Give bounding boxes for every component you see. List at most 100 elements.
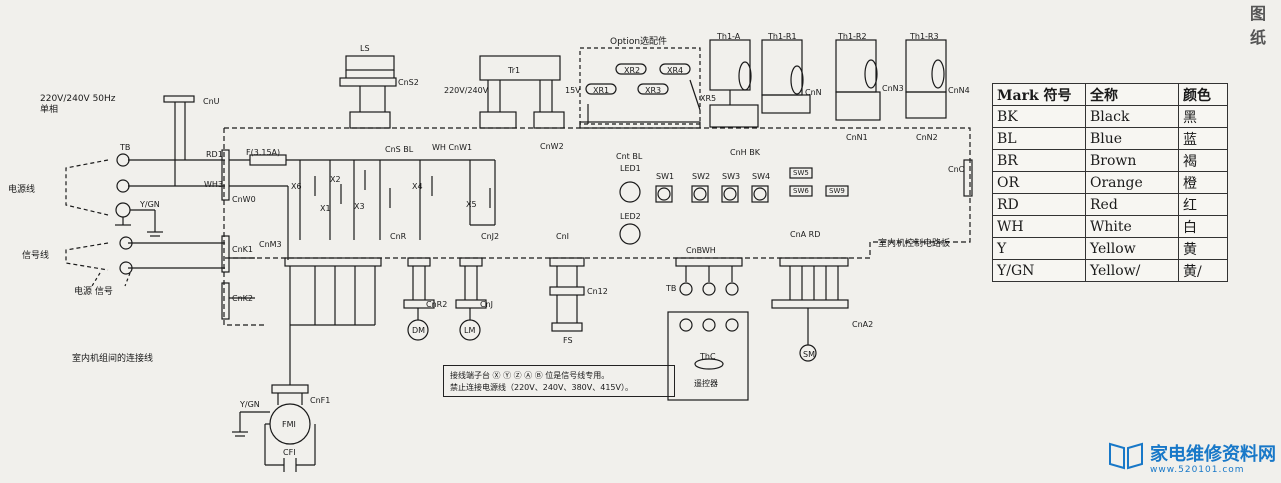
legend-full: Red (1085, 193, 1179, 216)
cnn3-label: CnN3 (882, 84, 904, 93)
note-line-1: 接线端子台 Ⓧ Ⓨ Ⓩ Ⓐ Ⓑ 位是信号线专用。 (450, 371, 610, 380)
indoor-board-label: 室内机控制电路板 (878, 239, 951, 249)
cnn2-label: CnN2 (916, 133, 938, 142)
cns-label: CnS BL (385, 145, 414, 154)
indoor-connection-label: 室内机组间的连接线 (72, 354, 154, 364)
x3-label: X3 (354, 202, 365, 211)
cnn4-label: CnN4 (948, 86, 970, 95)
cnr-label: CnR (390, 232, 407, 241)
led2-label: LED2 (620, 212, 641, 221)
sw6-label: SW6 (793, 187, 809, 195)
v15-label: 15V (565, 86, 581, 95)
legend-mark: Y (992, 237, 1086, 260)
xr1-label: XR1 (593, 86, 610, 95)
fuse-label: F(3.15A) (246, 148, 281, 157)
tb-label: TB (120, 143, 131, 152)
sw5-label: SW5 (793, 169, 809, 177)
power-line-label: 电源线 (8, 185, 36, 195)
cnk1-label: CnK1 (232, 245, 253, 254)
cnk2-label: CnK2 (232, 294, 253, 303)
cnbwh-label: CnBWH (686, 246, 716, 255)
legend-full: Yellow (1085, 237, 1179, 260)
cnw1-label: WH CnW1 (432, 143, 473, 152)
cnw2-label: CnW2 (540, 142, 564, 151)
cn12-label: Cn12 (587, 287, 608, 296)
led1-label: LED1 (620, 164, 641, 173)
x1-label: X1 (320, 204, 331, 213)
legend-full: Yellow/ (1085, 259, 1179, 282)
sw1-label: SW1 (656, 172, 675, 181)
power-signal-label: 电源 信号 (74, 287, 113, 297)
legend-mark: RD (992, 193, 1086, 216)
wh3-label: WH3 (204, 180, 224, 189)
xr3-label: XR3 (645, 86, 662, 95)
cno-label: CnO (948, 165, 965, 174)
th1a-label: Th1-A (717, 32, 741, 41)
legend-header-color: 颜色 (1178, 83, 1228, 106)
note-line-2: 禁止连接电源线（220V、240V、380V、415V）。 (450, 383, 633, 392)
remote-label: 遥控器 (694, 379, 718, 388)
cnu-label: CnU (203, 97, 220, 106)
cnj-label: CnJ (480, 300, 494, 309)
corner-tag: 图纸 (1250, 4, 1267, 47)
legend-mark: Y/GN (992, 259, 1086, 282)
legend-color: 白 (1178, 215, 1228, 238)
xr4-label: XR4 (667, 66, 684, 75)
legend-color: 黄 (1178, 237, 1228, 260)
cnr2-label: CnR2 (426, 300, 448, 309)
cnn1-label: CnN1 (846, 133, 868, 142)
legend-color: 黑 (1178, 105, 1228, 128)
legend-mark: BL (992, 127, 1086, 150)
legend-header-mark: Mark 符号 (992, 83, 1086, 106)
th1r3-label: Th1-R3 (910, 32, 939, 41)
cnj2-label: CnJ2 (481, 232, 500, 241)
ygn-label-fan: Y/GN (240, 400, 260, 409)
x5-label: X5 (466, 200, 477, 209)
dm-label: DM (412, 326, 426, 335)
lm-label: LM (464, 326, 476, 335)
legend-full: Orange (1085, 171, 1179, 194)
cns2-label: CnS2 (398, 78, 419, 87)
legend-full: White (1085, 215, 1179, 238)
legend-full: Blue (1085, 127, 1179, 150)
legend-color: 黄/ (1178, 259, 1228, 282)
cnh-label: CnH BK (730, 148, 760, 157)
cnn-label: CnN (805, 88, 822, 97)
option-parts-label: Option选配件 (610, 37, 668, 47)
cnl-label: CnI (556, 232, 570, 241)
sm-label: SM (803, 350, 815, 359)
cnf1-label: CnF1 (310, 396, 331, 405)
xr5-label: XR5 (700, 94, 717, 103)
sw4-label: SW4 (752, 172, 771, 181)
legend-mark: BR (992, 149, 1086, 172)
xr2-label: XR2 (624, 66, 641, 75)
legend-full: Black (1085, 105, 1179, 128)
rd1-label: RD1 (206, 150, 223, 159)
cna2-label: CnA2 (852, 320, 874, 329)
legend-full: Brown (1085, 149, 1179, 172)
site-url: www.520101.com (1150, 465, 1245, 475)
signal-line-label: 信号线 (22, 251, 50, 261)
book-logo-icon (1109, 442, 1143, 470)
cna-label: CnA RD (790, 230, 821, 239)
sw3-label: SW3 (722, 172, 741, 181)
tr-voltage-label: 220V/240V (444, 86, 489, 95)
th1r2-label: Th1-R2 (838, 32, 867, 41)
fm-label: FMI (282, 420, 296, 429)
x4-label: X4 (412, 182, 423, 191)
legend-mark: OR (992, 171, 1086, 194)
legend-header-row: Mark 符号 全称 颜色 (992, 83, 1228, 106)
legend-mark: WH (992, 215, 1086, 238)
power-spec-label: 220V/240V 50Hz (40, 94, 116, 104)
tr1-label: Tr1 (508, 66, 521, 75)
